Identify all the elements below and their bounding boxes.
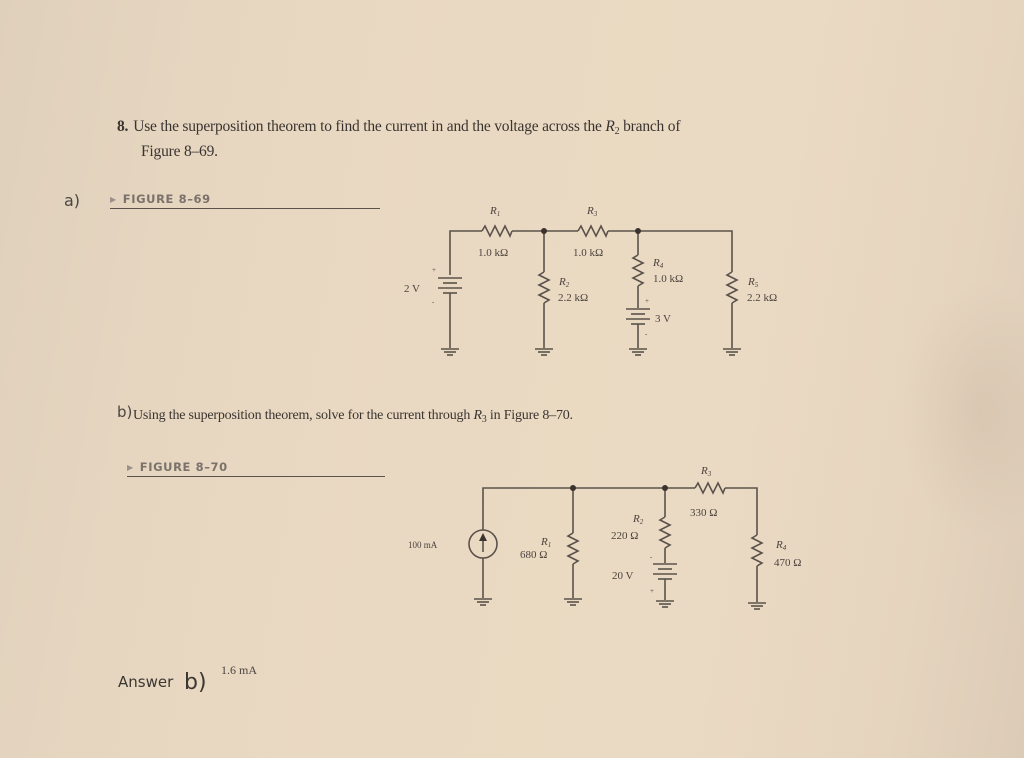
- ground-icons: [441, 348, 741, 356]
- v1-minus: -: [432, 298, 435, 306]
- problem-number: 8.: [117, 118, 129, 135]
- r4-name: R4: [652, 257, 664, 270]
- v2-minus: -: [645, 330, 648, 338]
- handwritten-b-answer: b): [184, 670, 207, 695]
- r2-name: R2: [632, 513, 644, 526]
- r4-name: R4: [775, 539, 787, 552]
- r3-name: R3: [586, 205, 598, 218]
- handwritten-b-label: b): [117, 403, 133, 421]
- answer-label: Answer b): [118, 670, 207, 695]
- v1-value: 2 V: [404, 283, 420, 295]
- r3-value: 1.0 kΩ: [573, 247, 603, 259]
- v1-plus: +: [650, 587, 654, 595]
- r1-value: 1.0 kΩ: [478, 247, 508, 259]
- figure-69-caption: ▶FIGURE 8–69: [110, 192, 380, 209]
- problem-b-statement: Using the superposition theorem, solve f…: [133, 408, 573, 425]
- r4-resistor: [750, 534, 764, 567]
- v2-plus: +: [645, 297, 649, 305]
- figure-70-caption: ▶FIGURE 8–70: [127, 460, 385, 477]
- r1-value: 680 Ω: [520, 549, 547, 561]
- r5-value: 2.2 kΩ: [747, 292, 777, 304]
- r1-name: R1: [489, 205, 500, 218]
- v1-plus: +: [432, 266, 436, 274]
- r4-resistor: [631, 254, 645, 287]
- v1-minus: -: [650, 553, 653, 561]
- r5-resistor: [725, 271, 739, 304]
- r1-resistor: [481, 224, 513, 238]
- caption-triangle-icon: ▶: [127, 463, 134, 472]
- answer-value: 1.6 mA: [221, 663, 257, 677]
- handwritten-a-label: a): [64, 191, 81, 210]
- r2-name: R2: [558, 276, 570, 289]
- r3-value: 330 Ω: [690, 507, 717, 519]
- r4-value: 1.0 kΩ: [653, 273, 683, 285]
- r2-resistor: [537, 271, 551, 304]
- arrow-up-icon: [479, 533, 487, 541]
- r1-resistor: [566, 532, 580, 565]
- r4-value: 470 Ω: [774, 557, 801, 569]
- i1-value: 100 mA: [408, 540, 438, 550]
- r5-name: R5: [747, 276, 759, 289]
- r1-name: R1: [540, 536, 551, 549]
- r3-resistor: [577, 224, 609, 238]
- caption-triangle-icon: ▶: [110, 195, 117, 204]
- ground-icons: [474, 598, 766, 610]
- r2-value: 2.2 kΩ: [558, 292, 588, 304]
- r2-value: 220 Ω: [611, 530, 638, 542]
- r3-resistor: [694, 481, 726, 495]
- v1-value: 20 V: [612, 570, 634, 582]
- problem-8-statement: 8.Use the superposition theorem to find …: [117, 118, 681, 160]
- r2-resistor: [658, 516, 672, 549]
- r3-name: R3: [700, 465, 712, 478]
- v2-value: 3 V: [655, 313, 671, 325]
